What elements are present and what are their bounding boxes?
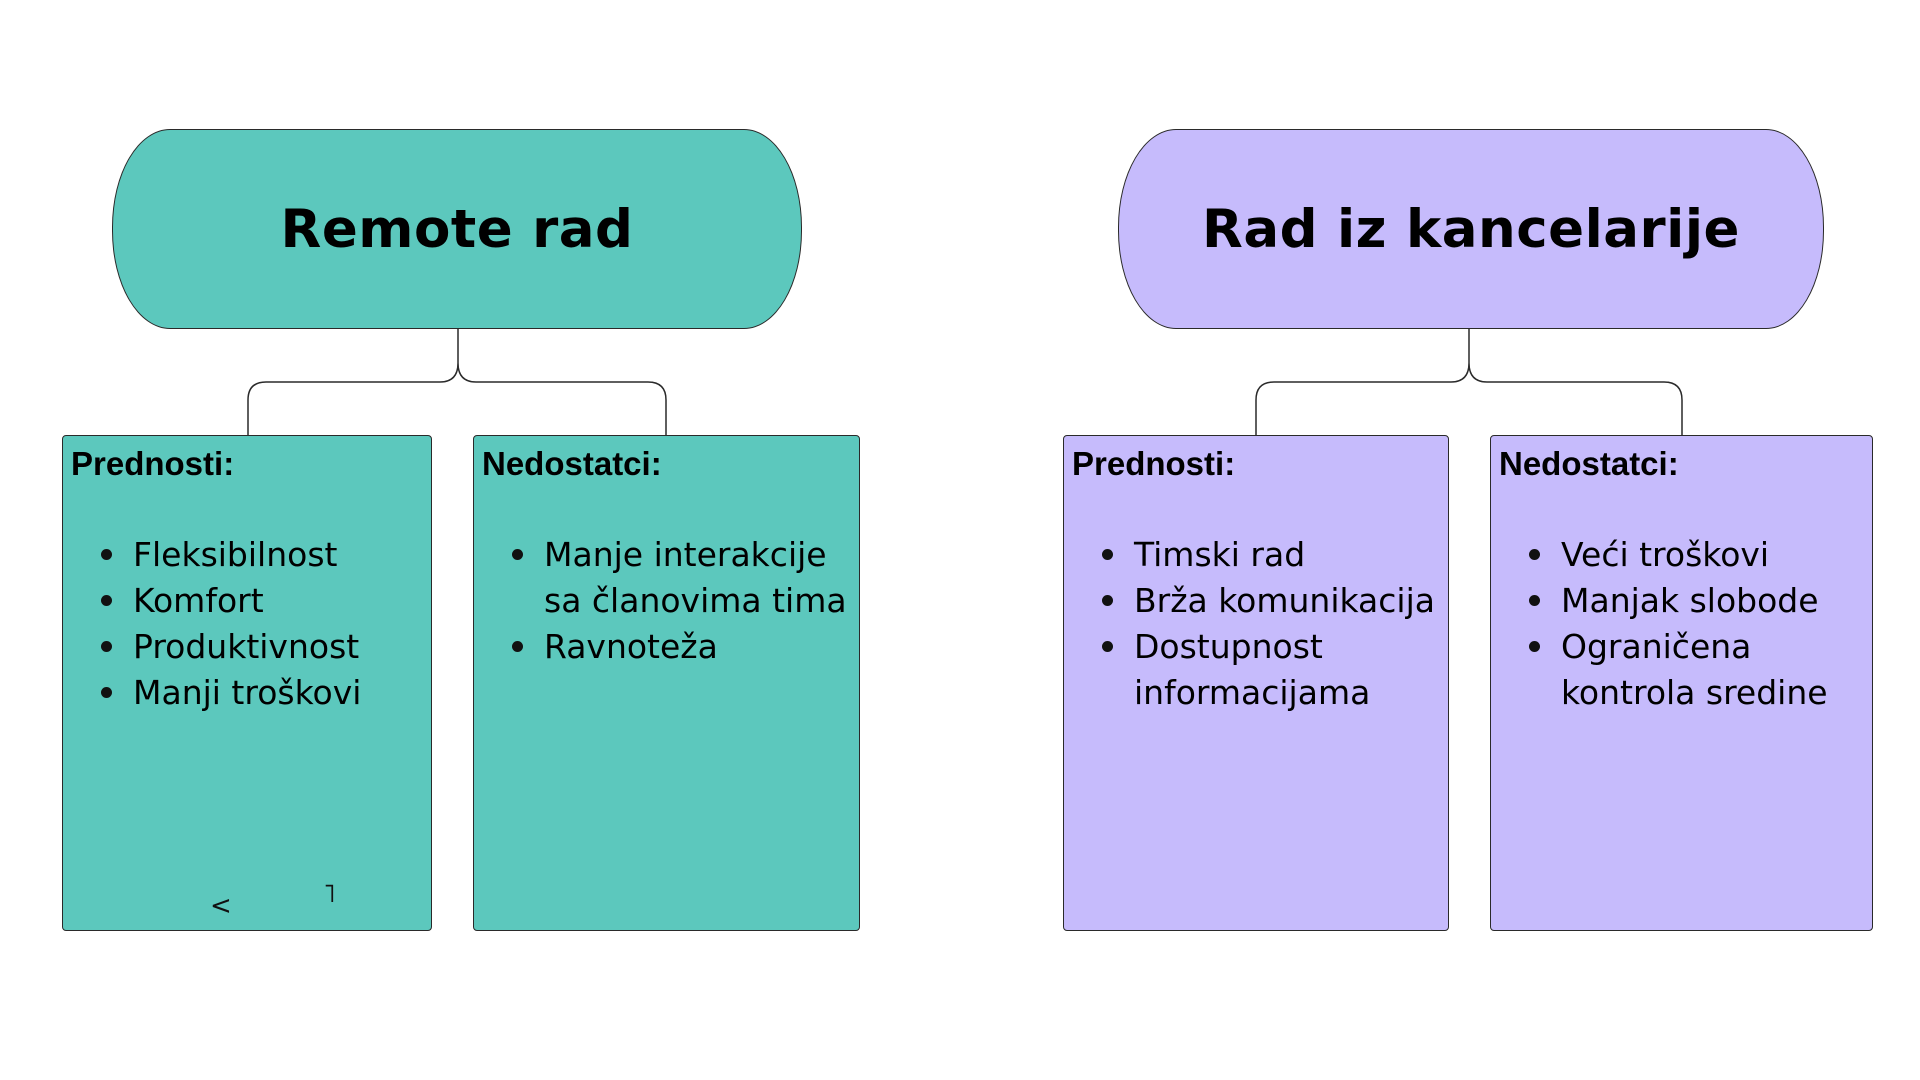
remote-cons-list: Manje interakcije sa članovima tima Ravn… [482,532,851,670]
remote-title: Remote rad [280,198,634,260]
list-item: Brža komunikacija [1102,578,1440,624]
list-item: Veći troškovi [1529,532,1864,578]
office-connector [1255,328,1683,436]
remote-pros-list: Fleksibilnost Komfort Produktivnost Manj… [71,532,423,716]
list-item: Manje interakcije sa članovima tima [512,532,851,624]
office-cons-heading: Nedostatci: [1499,445,1679,482]
list-item: Timski rad [1102,532,1440,578]
list-item: Fleksibilnost [101,532,423,578]
list-item: Dostupnost informacijama [1102,624,1440,716]
right-mark: ˥ [323,879,336,909]
office-cons-list: Veći troškovi Manjak slobode Ograničena … [1499,532,1864,716]
office-pros-card: Prednosti: Timski rad Brža komunikacija … [1063,435,1449,931]
left-mark: < [210,891,232,921]
list-item: Produktivnost [101,624,423,670]
office-pros-heading: Prednosti: [1072,445,1236,482]
office-pros-list: Timski rad Brža komunikacija Dostupnost … [1072,532,1440,716]
list-item: Manji troškovi [101,670,423,716]
remote-pros-heading: Prednosti: [71,445,235,482]
office-title-node: Rad iz kancelarije [1118,129,1824,329]
remote-pros-card: Prednosti: Fleksibilnost Komfort Produkt… [62,435,432,931]
office-title: Rad iz kancelarije [1202,198,1740,260]
remote-cons-card: Nedostatci: Manje interakcije sa članovi… [473,435,860,931]
list-item: Manjak slobode [1529,578,1864,624]
remote-cons-heading: Nedostatci: [482,445,662,482]
remote-title-node: Remote rad [112,129,802,329]
remote-connector [247,328,667,436]
list-item: Komfort [101,578,423,624]
list-item: Ravnoteža [512,624,851,670]
office-cons-card: Nedostatci: Veći troškovi Manjak slobode… [1490,435,1873,931]
list-item: Ograničena kontrola sredine [1529,624,1864,716]
